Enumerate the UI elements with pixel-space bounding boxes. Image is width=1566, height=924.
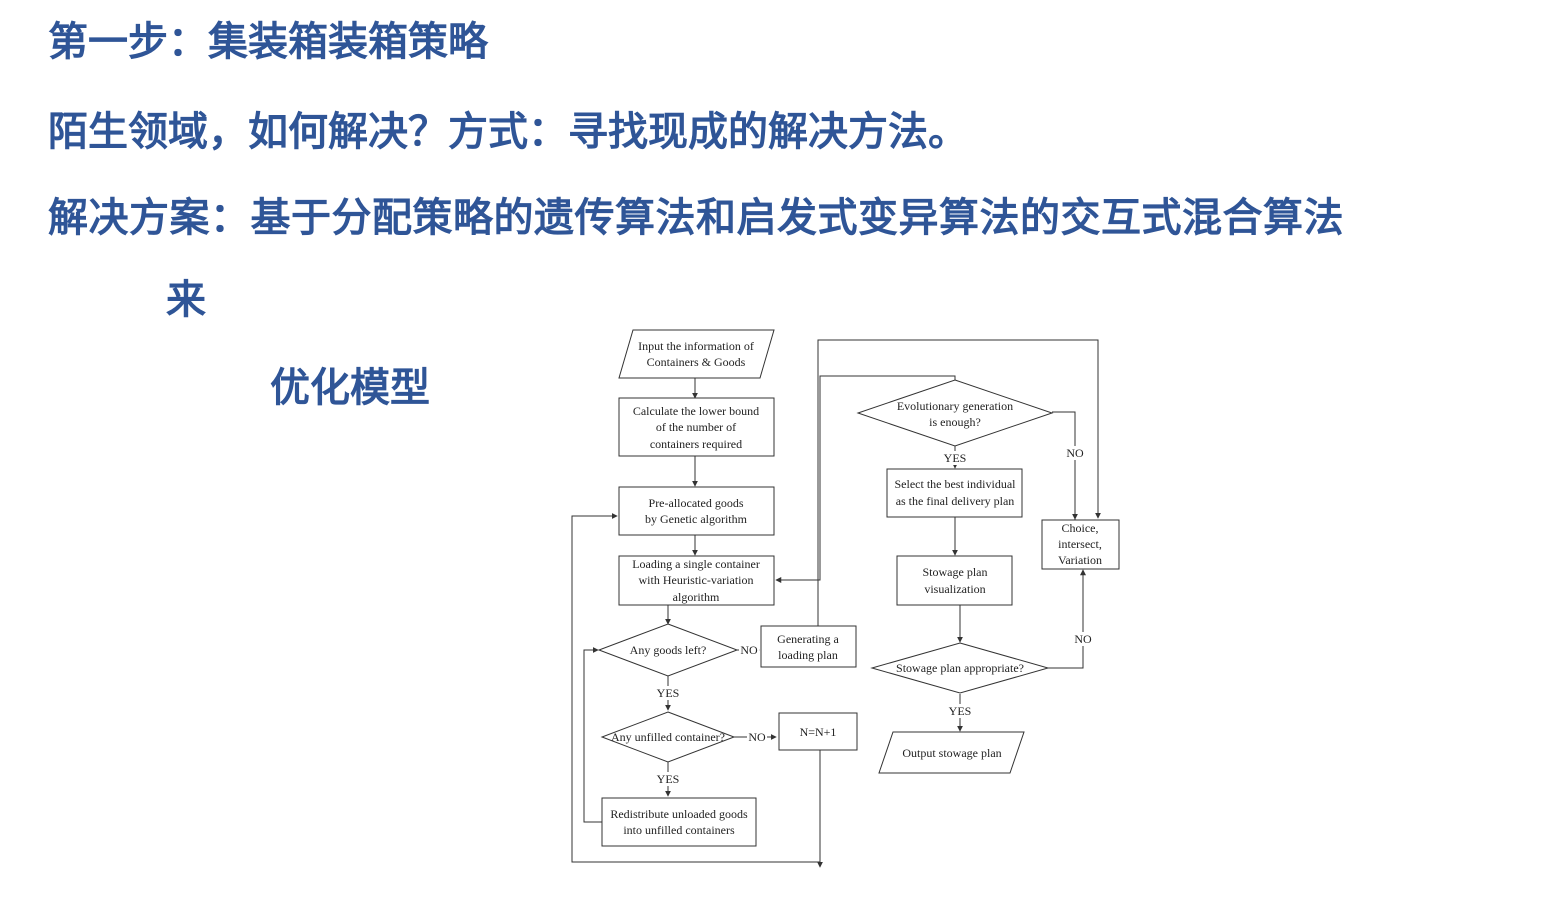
slide-heading-step-one: 第一步：集装箱装箱策略 xyxy=(48,19,488,65)
decision-stowage-plan-appropriate-label: Stowage plan appropriate? xyxy=(896,661,1024,675)
decision-any-unfilled-container-label: Any unfilled container? xyxy=(611,730,725,744)
node-output-stowage-plan-label: Output stowage plan xyxy=(902,746,1001,760)
slide-line-solution-continued: 来 xyxy=(166,277,206,323)
label-unfilled-yes: YES xyxy=(657,772,680,786)
connector-evolution-loop-back xyxy=(775,375,956,583)
label-evolution-yes: YES xyxy=(944,451,967,465)
decision-evolutionary-generation-line1: Evolutionary generation xyxy=(897,399,1013,413)
node-input-information-line2: Containers & Goods xyxy=(647,355,746,369)
decision-any-goods-left-label: Any goods left? xyxy=(630,643,707,657)
node-n-plus-one-label: N=N+1 xyxy=(800,725,837,739)
node-select-best-individual-line2: as the final delivery plan xyxy=(896,494,1015,508)
node-choice-line1: Choice, xyxy=(1062,521,1099,535)
connector-appropriate-no xyxy=(1048,569,1086,669)
node-calculate-lower-bound: Calculate the lower bound of the number … xyxy=(618,397,775,457)
node-input-information-line1: Input the information of xyxy=(638,339,754,353)
node-stowage-plan-visualization: Stowage plan visualization xyxy=(896,555,1013,606)
node-calculate-lower-bound-line1: Calculate the lower bound xyxy=(633,404,759,418)
node-select-best-individual-line1: Select the best individual xyxy=(895,477,1017,491)
node-pre-allocated-goods-line2: by Genetic algorithm xyxy=(645,512,748,526)
node-n-plus-one: N=N+1 xyxy=(778,712,858,751)
decision-evolutionary-generation-line2: is enough? xyxy=(929,415,981,429)
slide-line-optimization-model: 优化模型 xyxy=(270,365,430,411)
connector-plan-to-choice xyxy=(817,339,1101,626)
node-output-stowage-plan: Output stowage plan xyxy=(878,731,1025,774)
node-generating-loading-plan-line1: Generating a xyxy=(777,632,839,646)
node-redistribute-goods-line1: Redistribute unloaded goods xyxy=(610,807,748,821)
node-select-best-individual: Select the best individual as the final … xyxy=(886,468,1023,518)
node-choice-intersect-variation: Choice, intersect, Variation xyxy=(1041,519,1120,570)
label-goods-left-no: NO xyxy=(740,643,758,657)
node-pre-allocated-goods: Pre-allocated goods by Genetic algorithm xyxy=(618,486,775,536)
connector-evolution-no-branch xyxy=(1052,411,1076,521)
slide-line-solution: 解决方案：基于分配策略的遗传算法和启发式变异算法的交互式混合算法 xyxy=(48,195,1344,241)
connector-outer-loop xyxy=(571,513,820,863)
node-redistribute-goods-line2: into unfilled containers xyxy=(623,823,735,837)
decision-stowage-plan-appropriate: Stowage plan appropriate? xyxy=(870,642,1050,694)
node-redistribute-goods: Redistribute unloaded goods into unfille… xyxy=(601,797,757,847)
decision-any-goods-left: Any goods left? xyxy=(597,623,739,677)
label-evolution-no: NO xyxy=(1066,446,1084,460)
node-calculate-lower-bound-line3: containers required xyxy=(650,437,742,451)
node-pre-allocated-goods-line1: Pre-allocated goods xyxy=(649,496,744,510)
node-generating-loading-plan: Generating a loading plan xyxy=(760,625,857,668)
decision-evolutionary-generation: Evolutionary generation is enough? xyxy=(856,379,1054,447)
node-stowage-visual-line1: Stowage plan xyxy=(923,565,988,579)
node-loading-single-container-line1: Loading a single container xyxy=(632,557,760,571)
label-appropriate-yes: YES xyxy=(949,704,972,718)
node-loading-single-container-line2: with Heuristic-variation xyxy=(639,573,754,587)
connector-redistribute-loop xyxy=(583,647,602,823)
node-loading-single-container: Loading a single container with Heuristi… xyxy=(618,555,775,606)
label-goods-left-yes: YES xyxy=(657,686,680,700)
decision-any-unfilled-container: Any unfilled container? xyxy=(600,711,736,763)
node-loading-single-container-line3: algorithm xyxy=(673,590,720,604)
label-unfilled-no: NO xyxy=(748,730,766,744)
slide-line-approach: 陌生领域，如何解决？方式：寻找现成的解决方法。 xyxy=(48,109,968,155)
node-choice-line2: intersect, xyxy=(1058,537,1102,551)
label-appropriate-no: NO xyxy=(1074,632,1092,646)
node-stowage-visual-line2: visualization xyxy=(924,582,985,596)
node-generating-loading-plan-line2: loading plan xyxy=(778,648,838,662)
node-calculate-lower-bound-line2: of the number of xyxy=(656,420,736,434)
node-choice-line3: Variation xyxy=(1058,553,1102,567)
branch-labels: NO YES NO YES YES NO NO YES xyxy=(657,446,1093,786)
node-input-information: Input the information of Containers & Go… xyxy=(618,329,775,379)
